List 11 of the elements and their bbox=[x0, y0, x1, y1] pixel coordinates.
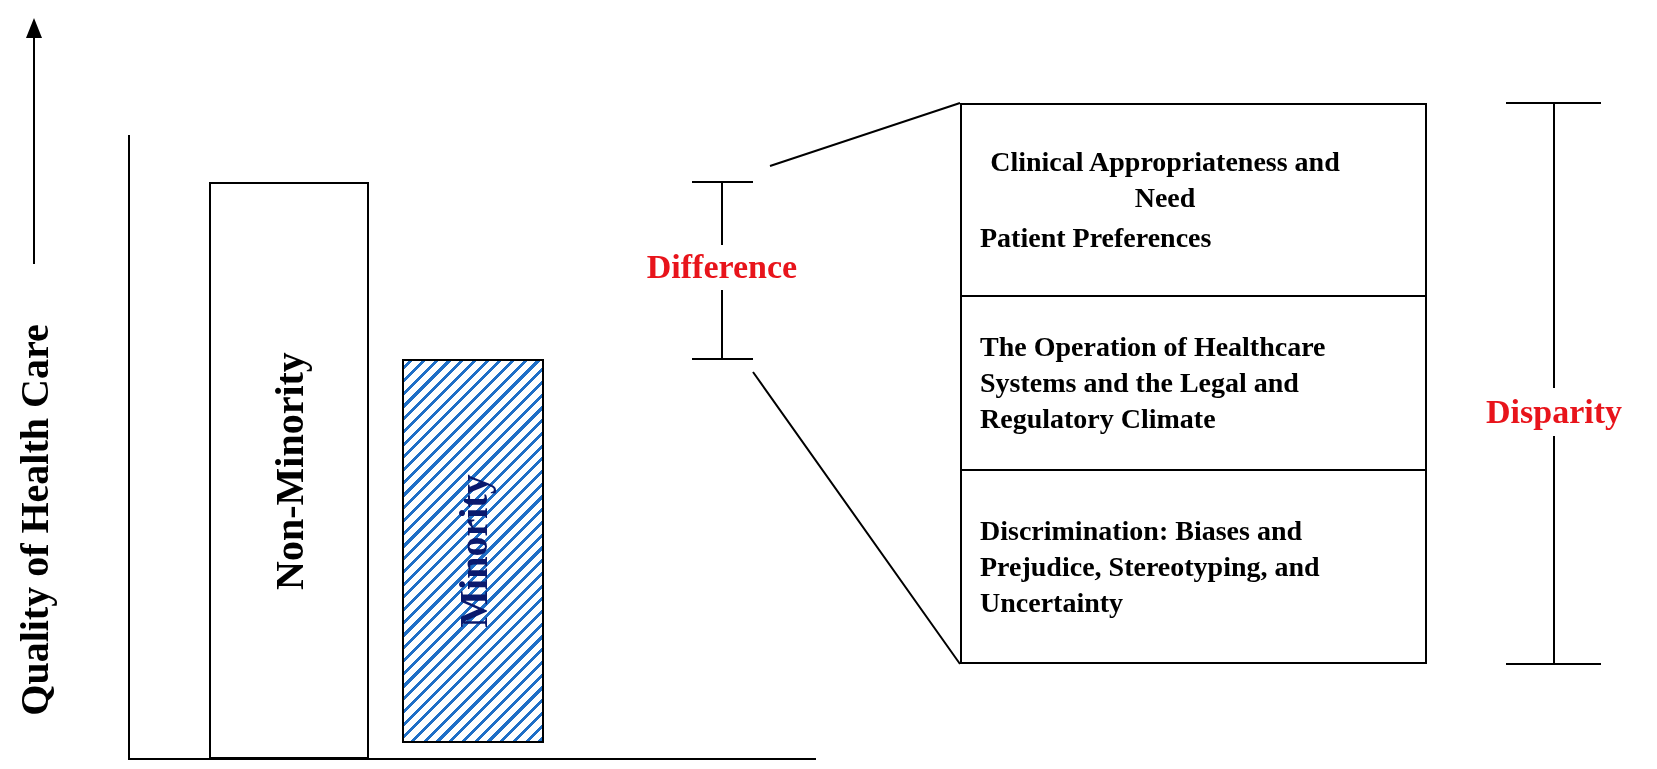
box-text: Discrimination: Biases and Prejudice, Stereotyping, and Uncertainty bbox=[980, 513, 1321, 620]
box-text: The Operation of Healthcare Systems and the Legal and Regulatory Climate bbox=[980, 330, 1327, 436]
bar-label: Minority bbox=[449, 474, 497, 628]
text-box bbox=[960, 103, 1427, 297]
box-text: Clinical Appropriateness and Need bbox=[989, 145, 1341, 215]
text-box bbox=[960, 469, 1427, 664]
bar bbox=[209, 182, 369, 759]
hatched-bar bbox=[402, 359, 544, 743]
text-box bbox=[960, 295, 1427, 471]
bar-label: Non-Minority bbox=[265, 351, 313, 590]
box-text: Patient Preferences bbox=[980, 221, 1213, 255]
